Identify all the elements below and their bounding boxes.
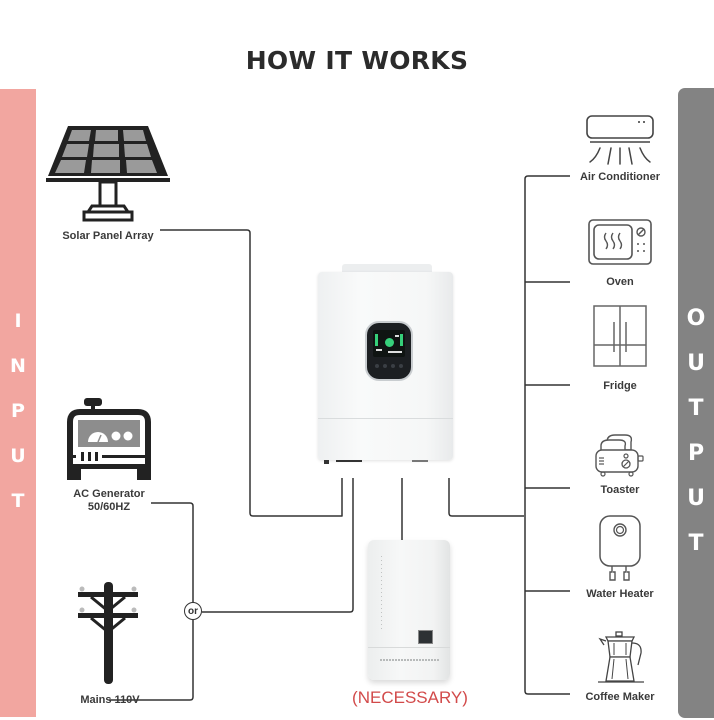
inverter-body (318, 272, 453, 460)
input-letter: N (10, 355, 26, 377)
input-label-generator: AC Generator 50/60HZ (56, 488, 162, 514)
battery-lcd (418, 630, 433, 644)
coffee-maker-icon (598, 631, 644, 683)
toaster-icon (595, 434, 644, 477)
inverter-display (365, 321, 413, 381)
output-label-water-heater: Water Heater (586, 588, 654, 600)
output-label-fridge: Fridge (603, 380, 637, 392)
output-bar-label: O U T P U T (678, 296, 714, 566)
wire-generator (151, 502, 194, 603)
battery-panel-line (368, 647, 450, 648)
fridge-icon (593, 305, 647, 367)
output-letter: P (687, 441, 705, 466)
inverter-lcd (373, 330, 405, 357)
output-letter: U (687, 351, 705, 376)
utility-pole-icon (78, 582, 138, 684)
output-label-coffee-maker: Coffee Maker (585, 691, 655, 703)
input-side-bar: I N P U T (0, 89, 36, 717)
water-heater-icon (599, 515, 641, 581)
battery-label-text (380, 659, 440, 661)
microwave-oven-icon (588, 219, 652, 265)
inverter-mount-tab (342, 264, 432, 274)
wire-or-to-inverter (202, 478, 354, 613)
inverter-icon (318, 264, 453, 465)
generator-frequency: 50/60HZ (87, 501, 131, 513)
wire-outputs-trunk (448, 478, 524, 517)
input-label-mains: Mains 110V (80, 694, 140, 706)
generator-icon (67, 398, 151, 480)
output-label-air-conditioner: Air Conditioner (579, 171, 661, 183)
input-letter: T (11, 490, 25, 512)
air-conditioner-icon (586, 115, 654, 165)
generator-name: AC Generator (73, 488, 145, 500)
output-letter: O (686, 306, 706, 331)
output-letter: T (688, 531, 704, 556)
output-label-oven: Oven (606, 276, 634, 288)
inverter-buttons (375, 364, 403, 368)
input-label-solar: Solar Panel Array (62, 230, 154, 242)
or-junction: or (184, 602, 202, 620)
output-letter: T (688, 396, 704, 421)
output-letter: U (687, 486, 705, 511)
wire-mains (109, 620, 194, 701)
input-bar-label: I N P U T (0, 299, 36, 524)
input-letter: I (14, 310, 22, 332)
input-letter: P (11, 400, 25, 422)
solar-panel-icon (46, 126, 170, 222)
output-label-toaster: Toaster (600, 484, 640, 496)
input-letter: U (10, 445, 26, 467)
battery-necessary-note: (NECESSARY) (352, 688, 468, 707)
output-side-bar: O U T P U T (678, 88, 714, 718)
wire-solar (160, 229, 343, 517)
battery-icon (368, 540, 450, 680)
wire-output-bus (524, 175, 570, 695)
battery-led-strip (381, 556, 382, 631)
page-title: HOW IT WORKS (245, 46, 469, 75)
inverter-panel-line (318, 418, 453, 419)
inverter-ports (324, 460, 449, 464)
